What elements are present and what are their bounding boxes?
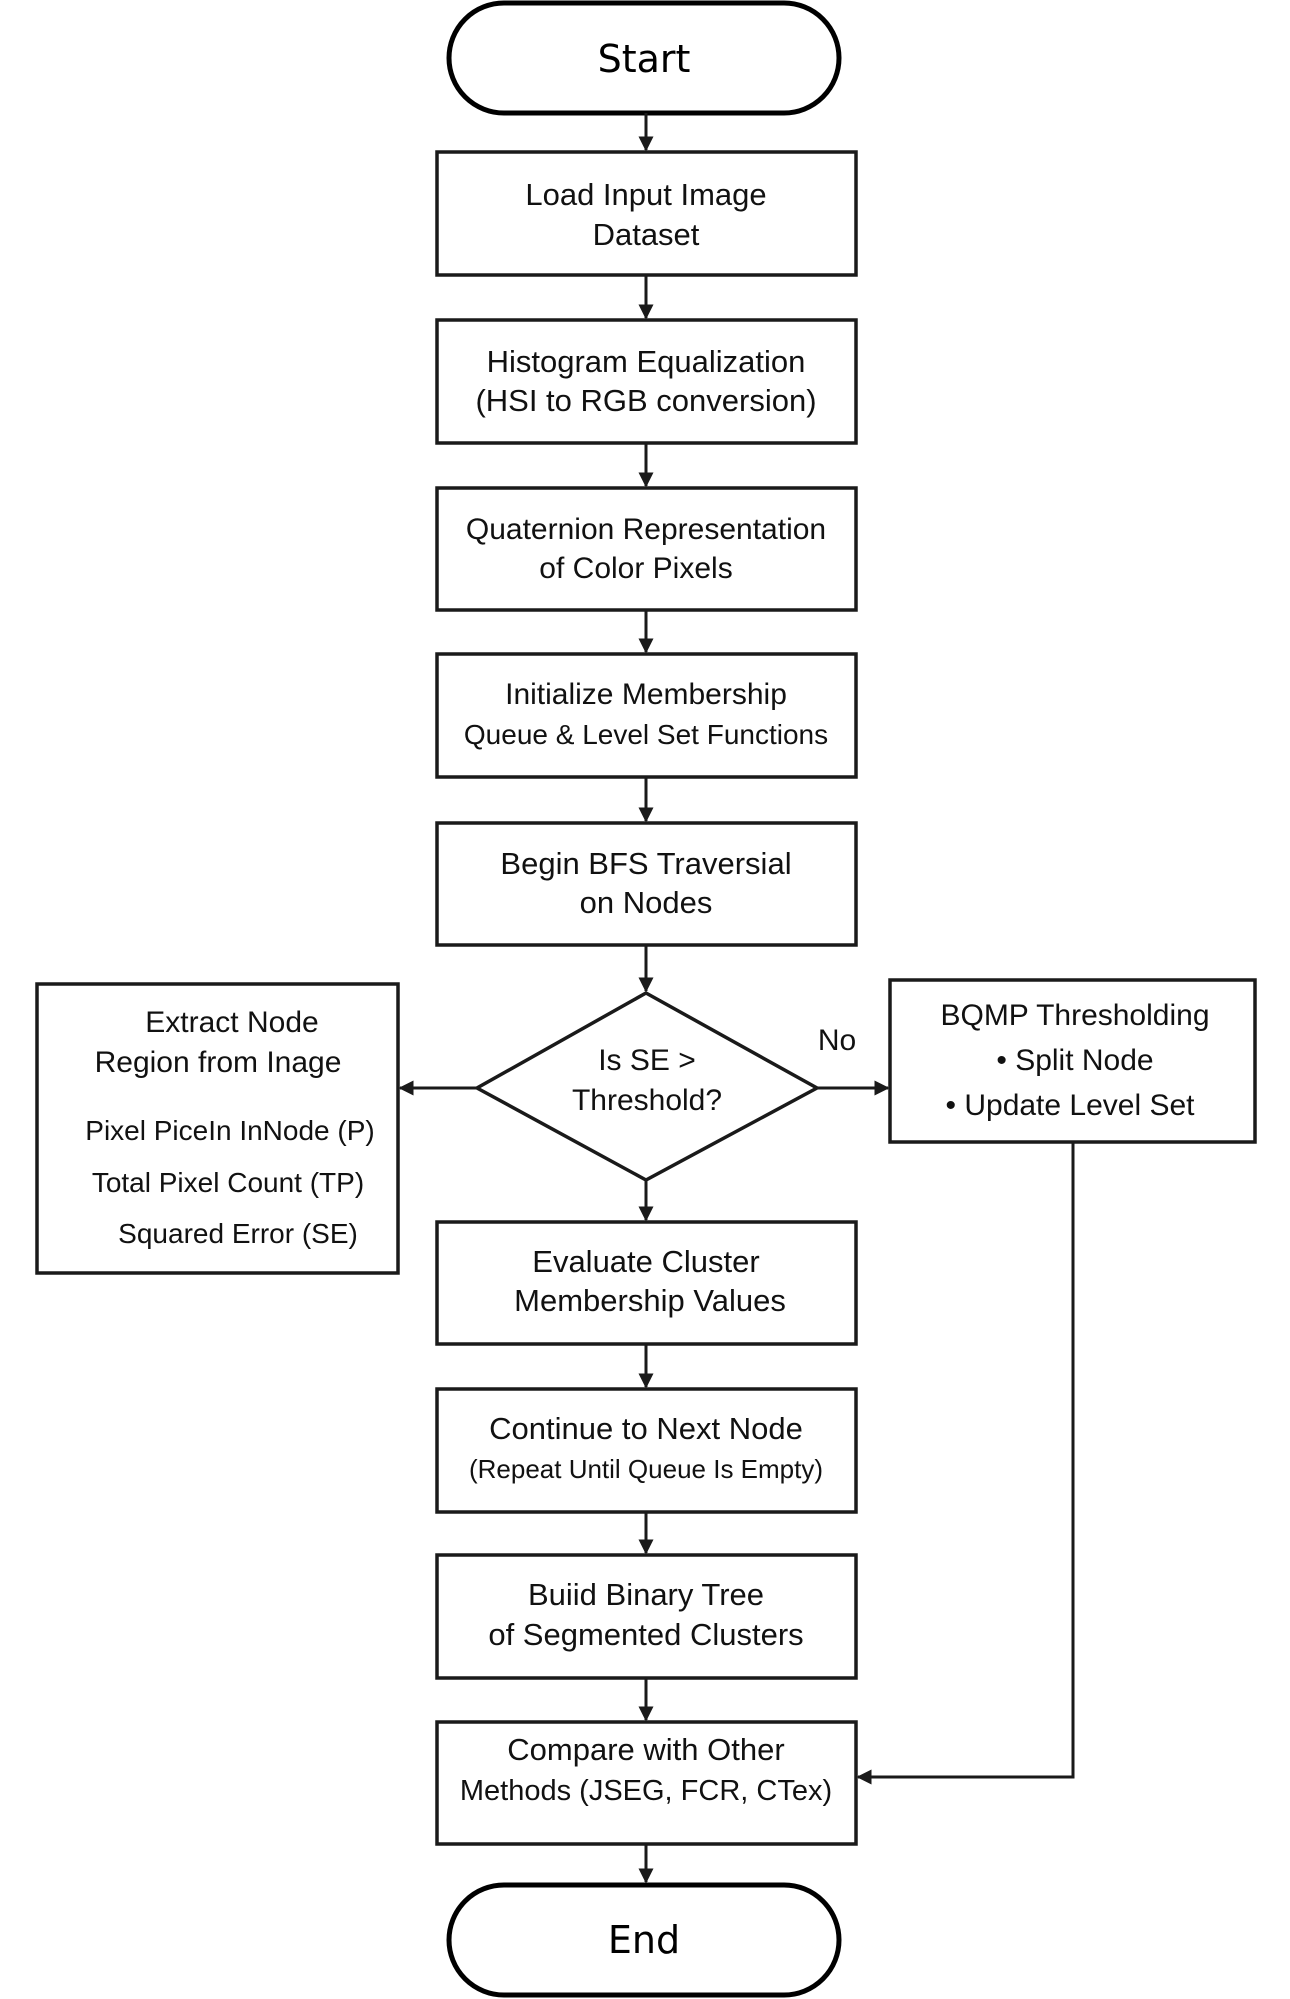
step-continue: Continue to Next Node (Repeat Until Queu…: [435, 1387, 858, 1514]
svg-text:Methods (JSEG, FCR, CTex): Methods (JSEG, FCR, CTex): [460, 1775, 832, 1807]
svg-text:Region from Inage: Region from Inage: [95, 1046, 342, 1079]
svg-text:Begin BFS Traversial: Begin BFS Traversial: [500, 846, 791, 881]
svg-text:(Repeat Until Queue Is Empty): (Repeat Until Queue Is Empty): [469, 1454, 823, 1484]
svg-text:(HSI to RGB conversion): (HSI to RGB conversion): [475, 383, 816, 418]
svg-text:of Segmented Clusters: of Segmented Clusters: [488, 1617, 803, 1652]
svg-text:Compare with Other: Compare with Other: [507, 1732, 784, 1767]
svg-text:Threshold?: Threshold?: [572, 1084, 722, 1117]
svg-text:Is SE >: Is SE >: [598, 1044, 696, 1077]
end-label: End: [608, 1918, 680, 1962]
connectors: [398, 113, 1075, 1884]
svg-text:Continue to Next Node: Continue to Next Node: [489, 1411, 803, 1446]
step-load: Load Input Image Dataset: [435, 150, 858, 277]
no-label: No: [818, 1024, 856, 1057]
svg-text:• Update Level Set: • Update Level Set: [946, 1089, 1196, 1122]
step-initialize: Initialize Membership Queue & Level Set …: [435, 652, 858, 779]
extract-node-box: Extract Node Region from Inage Pixel Pic…: [35, 982, 400, 1275]
bqmp-thresholding-box: BQMP Thresholding • Split Node • Update …: [888, 978, 1257, 1144]
svg-text:Evaluate Cluster: Evaluate Cluster: [532, 1244, 759, 1279]
step-evaluate: Evaluate Cluster Membership Values: [435, 1220, 858, 1346]
svg-text:Squared Error (SE): Squared Error (SE): [118, 1218, 358, 1249]
svg-text:on Nodes: on Nodes: [580, 885, 713, 920]
svg-text:BQMP Thresholding: BQMP Thresholding: [940, 999, 1209, 1032]
arrow-bqmp-compare: [856, 1142, 1075, 1785]
svg-text:Total Pixel Count (TP): Total Pixel Count (TP): [92, 1167, 364, 1198]
svg-text:Histogram Equalization: Histogram Equalization: [487, 344, 806, 379]
svg-text:Initialize Membership: Initialize Membership: [505, 678, 787, 711]
step-histogram: Histogram Equalization (HSI to RGB conve…: [435, 318, 858, 445]
svg-text:• Split Node: • Split Node: [996, 1044, 1153, 1077]
svg-text:of Color Pixels: of Color Pixels: [539, 552, 732, 585]
step-quaternion: Quaternion Representation of Color Pixel…: [435, 486, 858, 612]
start-label: Start: [598, 37, 691, 81]
svg-text:Queue & Level Set Functions: Queue & Level Set Functions: [464, 719, 828, 750]
end-terminal: End: [446, 1882, 842, 1998]
svg-text:Quaternion Representation: Quaternion Representation: [466, 513, 826, 546]
svg-text:Dataset: Dataset: [593, 217, 700, 252]
decision-se-threshold: Is SE > Threshold?: [473, 990, 821, 1182]
svg-text:Pixel PiceIn InNode (P): Pixel PiceIn InNode (P): [85, 1115, 374, 1146]
svg-text:Extract Node: Extract Node: [145, 1006, 318, 1039]
svg-text:Membership Values: Membership Values: [514, 1283, 786, 1318]
step-build: Buiid Binary Tree of Segmented Clusters: [435, 1553, 858, 1680]
svg-text:Load Input Image: Load Input Image: [525, 177, 766, 212]
step-compare: Compare with Other Methods (JSEG, FCR, C…: [435, 1720, 858, 1846]
svg-text:Buiid Binary Tree: Buiid Binary Tree: [528, 1577, 764, 1612]
start-terminal: Start: [446, 0, 842, 116]
step-bfs: Begin BFS Traversial on Nodes: [435, 821, 858, 947]
